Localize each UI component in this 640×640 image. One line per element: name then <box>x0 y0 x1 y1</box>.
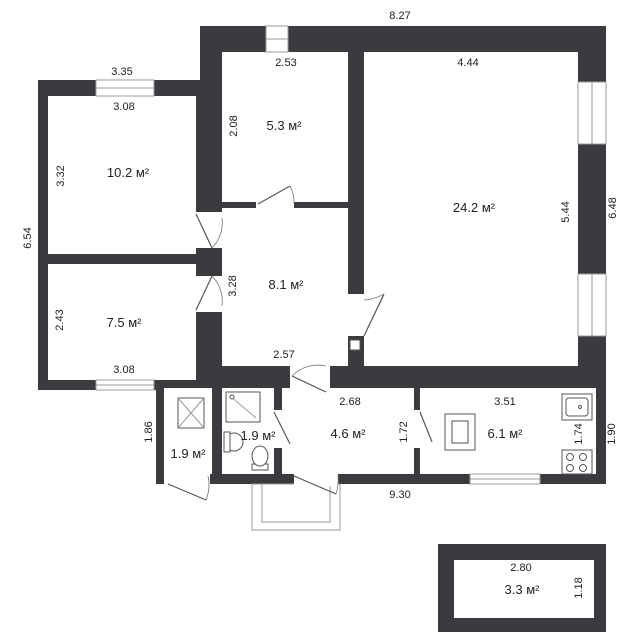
area-room-8-1: 8.1 м² <box>269 277 305 292</box>
door-7-5 <box>195 275 213 311</box>
area-balcony: 3.3 м² <box>505 582 541 597</box>
dim-6-48: 6.48 <box>607 197 619 218</box>
dim-1-90: 1.90 <box>606 423 618 444</box>
dim-1-72: 1.72 <box>398 421 410 442</box>
room-7-5 <box>48 264 196 380</box>
area-room-5-3: 5.3 м² <box>267 118 303 133</box>
door-balcony <box>293 475 337 495</box>
dim-5-44: 5.44 <box>560 201 572 222</box>
area-room-10-2: 10.2 м² <box>107 165 150 180</box>
room-8-1 <box>222 208 348 366</box>
rooms <box>48 52 596 618</box>
dim-9-30: 9.30 <box>389 489 410 501</box>
dim-1-74: 1.74 <box>573 423 585 444</box>
door-hall-top <box>291 375 327 393</box>
dim-4-44: 4.44 <box>457 57 478 69</box>
door-5-3 <box>257 185 291 205</box>
dim-1-18: 1.18 <box>573 577 585 598</box>
hall <box>282 388 414 474</box>
dim-3-51: 3.51 <box>494 396 515 408</box>
dim-3-08-bottom: 3.08 <box>113 364 134 376</box>
room-5-3 <box>222 52 348 202</box>
dim-3-08-top: 3.08 <box>113 101 134 113</box>
dim-6-54: 6.54 <box>22 227 34 248</box>
dim-2-57: 2.57 <box>273 349 294 361</box>
area-labels: 10.2 м² 7.5 м² 5.3 м² 8.1 м² 24.2 м² 1.9… <box>107 118 541 597</box>
room-24-2 <box>364 52 578 366</box>
room-10-2 <box>48 96 196 254</box>
dim-2-08: 2.08 <box>228 115 240 136</box>
dim-3-32: 3.32 <box>55 165 67 186</box>
doors <box>164 185 433 501</box>
door-24-2 <box>363 293 385 337</box>
hall-balcony-inner <box>261 483 331 523</box>
dim-2-68: 2.68 <box>339 396 360 408</box>
dim-8-27: 8.27 <box>389 10 410 22</box>
dim-3-28: 3.28 <box>227 275 239 296</box>
area-room-7-5: 7.5 м² <box>107 315 143 330</box>
door-wc <box>273 411 291 445</box>
door-bath <box>167 483 207 501</box>
area-room-24-2: 24.2 м² <box>453 200 496 215</box>
balcony-room <box>454 560 594 618</box>
windows <box>95 25 607 485</box>
dim-2-43: 2.43 <box>54 309 66 330</box>
dim-3-35: 3.35 <box>111 66 132 78</box>
area-kitchen: 6.1 м² <box>488 426 524 441</box>
door-kitchen <box>419 411 433 443</box>
stove-icon <box>561 449 593 475</box>
radiator-icon <box>349 339 361 351</box>
door-10-2 <box>195 213 213 249</box>
fixtures <box>177 391 593 475</box>
dim-2-53: 2.53 <box>275 57 296 69</box>
dim-1-86: 1.86 <box>143 421 155 442</box>
area-bath-left: 1.9 м² <box>171 446 207 461</box>
area-wc-right: 1.9 м² <box>241 428 277 443</box>
area-hall: 4.6 м² <box>331 426 367 441</box>
dim-2-80: 2.80 <box>510 562 531 574</box>
dimension-labels: 8.27 3.35 3.08 2.53 4.44 2.08 3.32 6.54 … <box>22 10 619 599</box>
